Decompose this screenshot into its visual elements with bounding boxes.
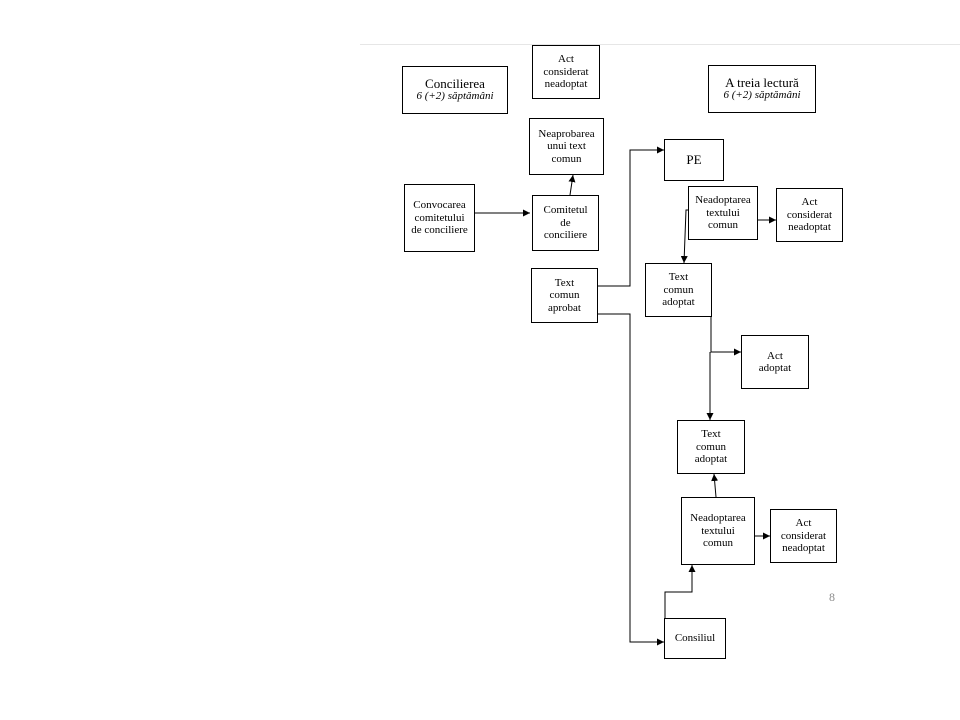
neaprobarea-line-1: Neaprobarea <box>538 127 595 140</box>
concilierea-box: Concilierea 6 (+2) săptămâni <box>402 66 508 114</box>
neadoptarea-pe-line-1: Neadoptarea <box>695 194 751 207</box>
comitetul-line-1: Comitetul <box>543 204 588 217</box>
concilierea-title: Concilierea <box>425 75 485 91</box>
neadoptarea-pe-line-2: textului <box>706 206 740 219</box>
comitetul-line-2: de <box>560 216 571 229</box>
neaprobarea-line-2: unui text <box>547 140 586 153</box>
text-aprobat-line-1: Text <box>554 276 575 289</box>
arrow-text-aprobat-to-consiliul <box>598 313 664 646</box>
arrow-text-aprobat-to-pe <box>598 146 664 287</box>
act-neadoptat-pe-line-1: Act <box>801 196 818 209</box>
consiliul-label: Consiliul <box>674 632 716 645</box>
a-treia-lectura-box: A treia lectură 6 (+2) săptămâni <box>708 65 816 113</box>
pe-box: PE <box>664 139 724 181</box>
consiliul-box: Consiliul <box>664 618 726 659</box>
act-neadoptat-pe-box: Act considerat neadoptat <box>776 188 843 242</box>
arrow-neadoptarea-consiliu-to-text-adoptat <box>711 473 719 498</box>
text-aprobat-line-2: comun <box>549 289 580 302</box>
convocarea-box: Convocarea comitetului de conciliere <box>404 184 475 252</box>
text-aprobat-box: Text comun aprobat <box>531 268 598 323</box>
neaprobarea-box: Neaprobarea unui text comun <box>529 118 604 175</box>
pe-label: PE <box>686 151 702 167</box>
text-adoptat-consiliu-line-1: Text <box>701 428 721 441</box>
neaprobarea-line-3: comun <box>551 152 582 165</box>
act-adoptat-box: Act adoptat <box>741 335 809 389</box>
a-treia-lectura-title: A treia lectură <box>725 74 799 90</box>
text-aprobat-line-3: aprobat <box>548 301 581 314</box>
act-neadoptat-top-line-1: Act <box>558 53 574 66</box>
neadoptarea-pe-box: Neadoptarea textului comun <box>688 186 758 240</box>
convocarea-line-1: Convocarea <box>413 199 466 212</box>
act-neadoptat-pe-line-2: considerat <box>786 208 833 221</box>
neadoptarea-pe-line-3: comun <box>708 219 738 232</box>
comitetul-box: Comitetul de conciliere <box>532 195 599 251</box>
page-number: 8 <box>829 590 835 604</box>
text-adoptat-pe-line-2: comun <box>663 283 694 296</box>
neadoptarea-consiliu-line-3: comun <box>703 537 733 550</box>
text-adoptat-consiliu-line-2: comun <box>696 440 726 453</box>
header-divider <box>360 44 960 45</box>
neadoptarea-consiliu-line-2: textului <box>701 524 735 537</box>
convocarea-line-2: comitetului <box>414 211 465 224</box>
text-adoptat-consiliu-line-3: adoptat <box>694 453 728 466</box>
neadoptarea-consiliu-line-1: Neadoptarea <box>690 512 746 525</box>
text-adoptat-pe-box: Text comun adoptat <box>645 263 712 317</box>
act-neadoptat-consiliu-line-2: considerat <box>780 529 827 542</box>
act-neadoptat-top-box: Act considerat neadoptat <box>532 45 600 99</box>
act-neadoptat-consiliu-box: Act considerat neadoptat <box>770 509 837 563</box>
act-neadoptat-top-line-3: neadoptat <box>544 78 588 91</box>
arrow-consiliul-to-neadoptarea <box>664 565 696 618</box>
concilierea-duration: 6 (+2) săptămâni <box>416 90 494 102</box>
text-adoptat-pe-line-3: adoptat <box>662 296 695 309</box>
arrow-neadoptarea-pe-to-text-adoptat <box>680 209 688 264</box>
arrow-text-adoptat-to-act-adoptat <box>710 317 741 356</box>
act-neadoptat-pe-line-3: neadoptat <box>788 221 831 234</box>
act-adoptat-line-2: adoptat <box>758 362 792 374</box>
act-adoptat-line-1: Act <box>767 349 783 362</box>
neadoptarea-consiliu-box: Neadoptarea textului comun <box>681 497 755 565</box>
act-neadoptat-top-line-2: considerat <box>543 65 589 78</box>
act-neadoptat-consiliu-line-3: neadoptat <box>782 542 825 555</box>
text-adoptat-pe-line-1: Text <box>668 271 689 284</box>
text-adoptat-consiliu-box: Text comun adoptat <box>677 420 745 474</box>
act-neadoptat-consiliu-line-1: Act <box>795 517 812 530</box>
convocarea-line-3: de conciliere <box>411 224 468 237</box>
comitetul-line-3: conciliere <box>543 229 588 242</box>
arrow-comitetul-to-neaprobarea <box>568 174 576 196</box>
a-treia-lectura-duration: 6 (+2) săptămâni <box>723 89 801 101</box>
